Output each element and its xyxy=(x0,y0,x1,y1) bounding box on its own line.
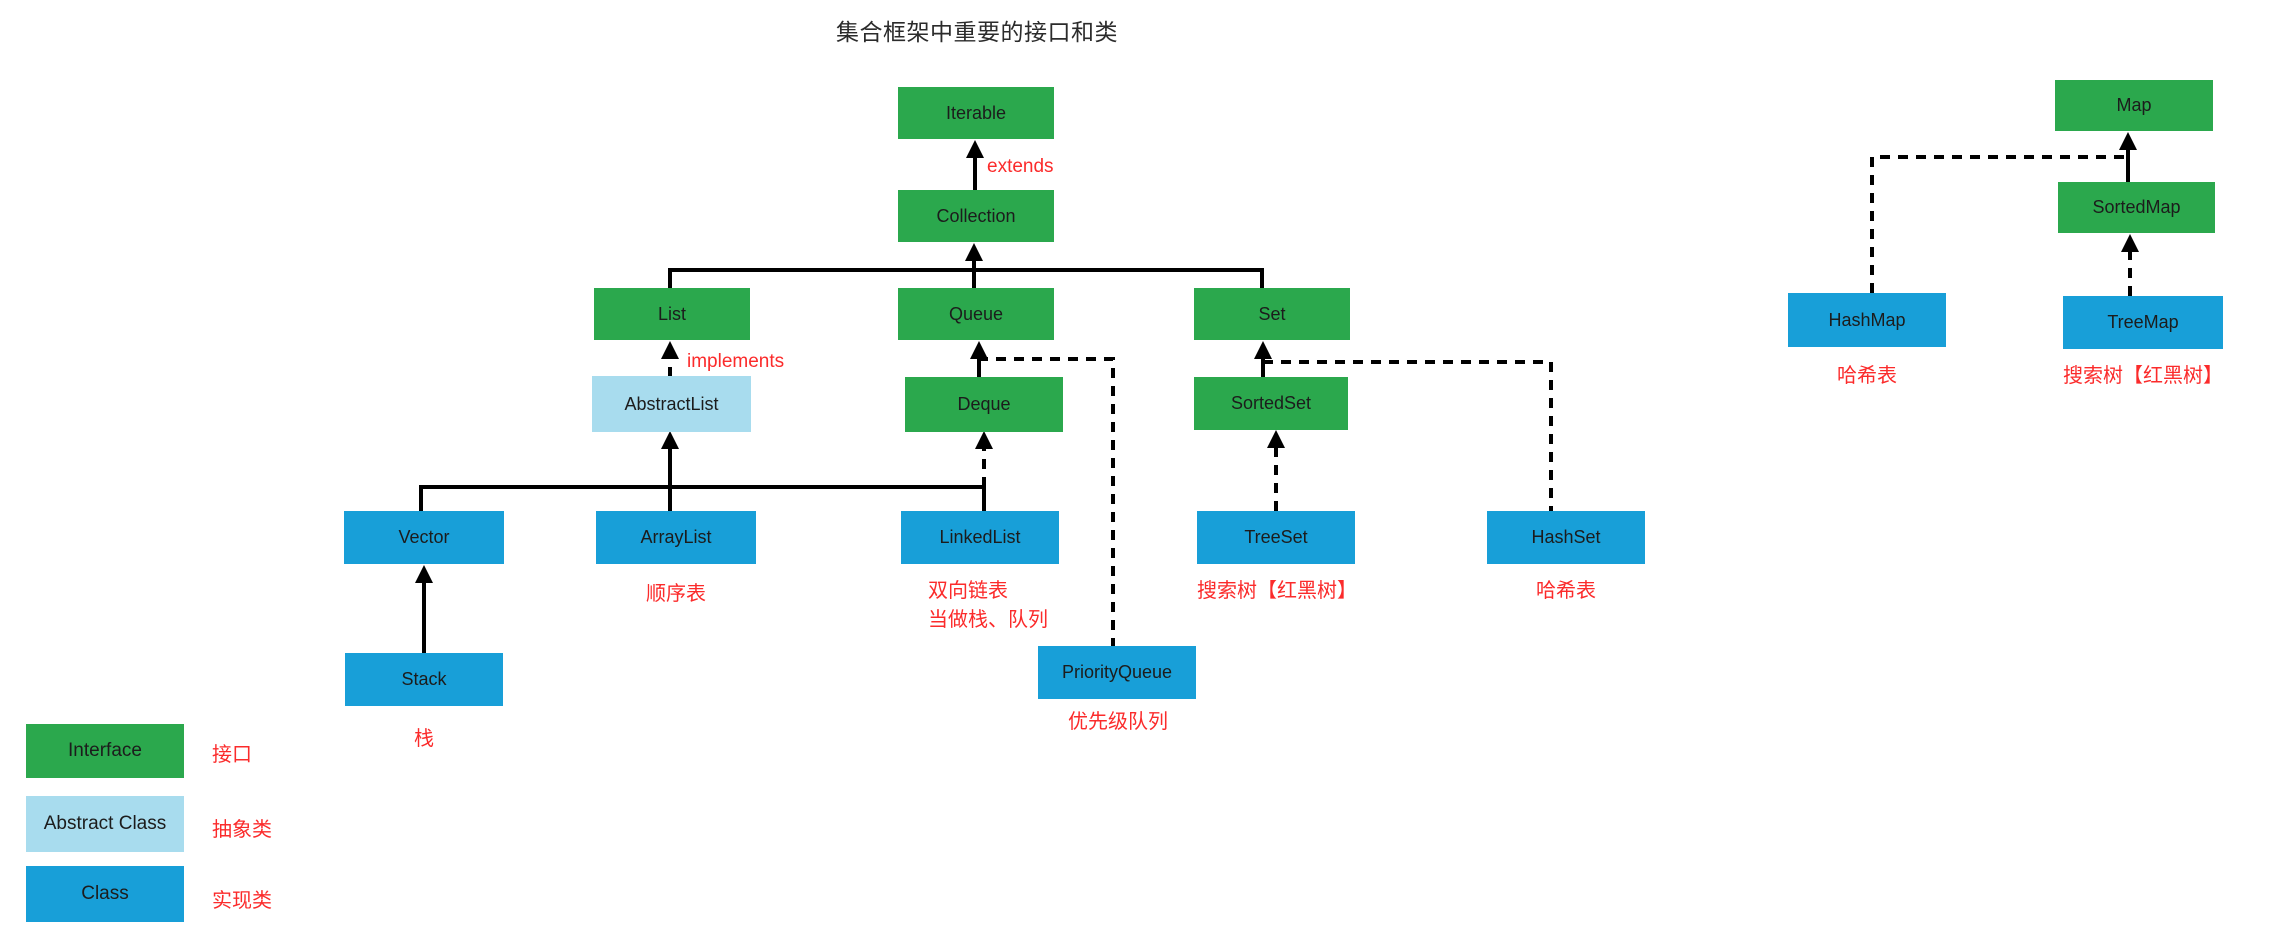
arrowhead-sortedset xyxy=(1267,430,1285,448)
node-hashset: HashSet xyxy=(1487,511,1645,564)
edge-hashmap-map-dashed xyxy=(1870,155,2126,293)
legend-note-class: 实现类 xyxy=(212,890,272,912)
node-sortedmap: SortedMap xyxy=(2058,182,2215,233)
node-abstractlist: AbstractList xyxy=(592,376,751,432)
legend-box-class: Class xyxy=(26,866,184,922)
node-arraylist: ArrayList xyxy=(596,511,756,564)
arrowhead-abstractlist xyxy=(661,431,679,449)
note-treemap: 搜索树【红黑树】 xyxy=(2063,365,2223,387)
edge-priorityqueue-queue-dashed xyxy=(978,357,1115,646)
arrowhead-map xyxy=(2119,132,2137,150)
node-linkedlist: LinkedList xyxy=(901,511,1059,564)
node-sortedset: SortedSet xyxy=(1194,377,1348,430)
node-vector: Vector xyxy=(344,511,504,564)
arrowhead-sortedmap xyxy=(2121,234,2139,252)
node-stack: Stack xyxy=(345,653,503,706)
node-queue: Queue xyxy=(898,288,1054,340)
node-set: Set xyxy=(1194,288,1350,340)
arrowhead-vector xyxy=(415,565,433,583)
legend-box-abstract-class: Abstract Class xyxy=(26,796,184,852)
note-hashset: 哈希表 xyxy=(1536,580,1596,602)
note-arraylist: 顺序表 xyxy=(646,583,706,605)
note-linkedlist-1: 双向链表 xyxy=(928,580,1008,602)
note-treeset: 搜索树【红黑树】 xyxy=(1197,580,1357,602)
note-priorityqueue: 优先级队列 xyxy=(1068,711,1168,733)
node-treeset: TreeSet xyxy=(1197,511,1355,564)
arrowhead-set xyxy=(1254,341,1272,359)
node-list: List xyxy=(594,288,750,340)
arrowhead-iterable xyxy=(966,140,984,158)
legend-note-abstract-class: 抽象类 xyxy=(212,819,272,841)
arrowhead-deque xyxy=(975,431,993,449)
diagram-title: 集合框架中重要的接口和类 xyxy=(836,19,1118,45)
legend-note-interface: 接口 xyxy=(212,744,252,766)
legend-box-interface: Interface xyxy=(26,724,184,778)
arrowhead-queue xyxy=(970,341,988,359)
arrowhead-list xyxy=(661,341,679,359)
label-implements: implements xyxy=(687,351,785,372)
edge-branch-collection-children xyxy=(668,268,1264,288)
note-linkedlist-2: 当做栈、队列 xyxy=(928,609,1048,631)
node-hashmap: HashMap xyxy=(1788,293,1946,347)
node-collection: Collection xyxy=(898,190,1054,242)
label-extends: extends xyxy=(987,156,1054,177)
node-treemap: TreeMap xyxy=(2063,296,2223,349)
note-stack: 栈 xyxy=(414,728,434,750)
arrowhead-collection xyxy=(965,243,983,261)
note-hashmap: 哈希表 xyxy=(1837,365,1897,387)
edge-hashset-set-dashed xyxy=(1263,360,1553,511)
node-iterable: Iterable xyxy=(898,87,1054,139)
node-priorityqueue: PriorityQueue xyxy=(1038,646,1196,699)
node-deque: Deque xyxy=(905,377,1063,432)
edge-branch-abstractlist-children xyxy=(419,485,986,511)
node-map: Map xyxy=(2055,80,2213,131)
